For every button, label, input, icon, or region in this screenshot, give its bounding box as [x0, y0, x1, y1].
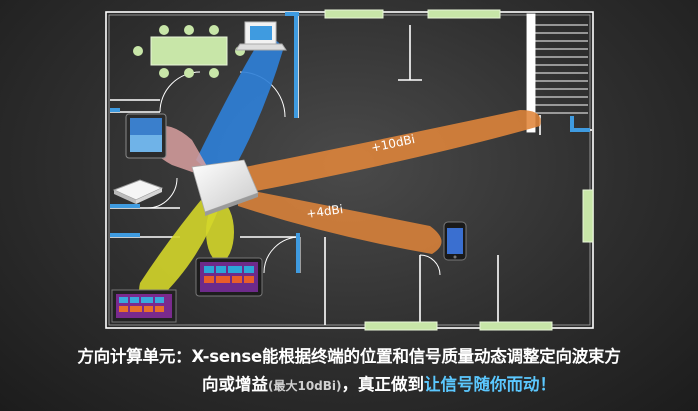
orange-beam-weak [238, 188, 442, 254]
laptop-icon [235, 21, 287, 51]
meeting-table [133, 25, 245, 78]
caption-max-gain: (最大10dBi) [267, 379, 342, 393]
yellow-beam-lower [139, 195, 220, 301]
caption-line-2-prefix: 向或增益 [201, 375, 268, 394]
caption-highlight: 让信号随你而动！ [424, 375, 557, 394]
gain-label-weak: +4dBi [305, 202, 343, 221]
smartphone-icon [443, 221, 467, 261]
interior-walls [110, 12, 592, 325]
staircase [526, 13, 588, 133]
windows-laptop-icon [111, 289, 177, 323]
access-point-device [191, 159, 259, 216]
caption-line-1: 方向计算单元：X-sense能根据终端的位置和信号质量动态调整定向波束方 [0, 343, 698, 367]
caption-line-1-text: 方向计算单元：X-sense能根据终端的位置和信号质量动态调整定向波束方 [77, 347, 621, 366]
windows [324, 9, 594, 331]
caption-line-2: 向或增益(最大10dBi)，真正做到让信号随你而动！ [60, 371, 698, 395]
yellow-beam-small [206, 202, 234, 262]
blue-beam [196, 39, 283, 177]
tablet-icon [125, 113, 167, 159]
windows-tablet-icon [195, 257, 263, 297]
caption-line-2-middle: ，真正做到 [341, 375, 425, 394]
orange-beam-strong [230, 110, 541, 196]
router-icon [112, 179, 164, 204]
door-markers [110, 12, 590, 273]
